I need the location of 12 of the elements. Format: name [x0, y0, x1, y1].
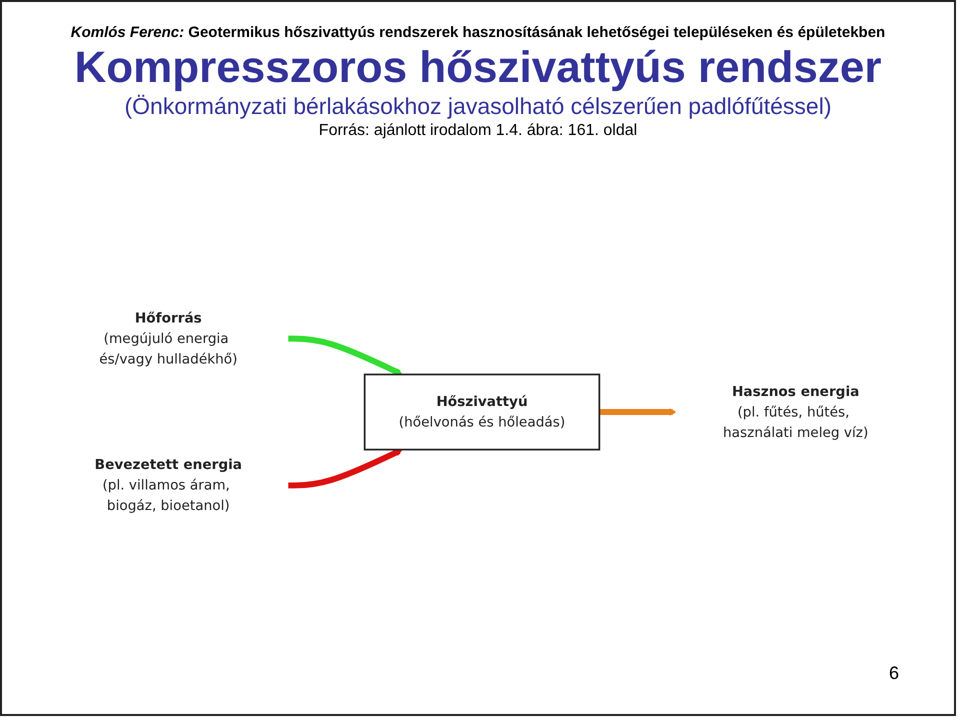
node-box: Hőszivattyú (hőelvonás és hőleadás) [364, 374, 600, 450]
author-header-line: Komlós Ferenc: Geotermikus hőszivattyús rendszerek hasznosításának lehetőségei településeken és épületekben [70, 24, 886, 41]
subtitle: (Önkormányzati bérlakásokhoz javasolható célszerűen padlófűtéssel) [124, 93, 832, 120]
source-note: Forrás: ajánlott irodalom 1.4. ábra: 161. oldal [318, 122, 638, 140]
page-number: 6 [888, 663, 899, 684]
node-text: Bevezetett energia (pl. villamos áram, biogáz, bioetanol) [94, 456, 242, 514]
arrow [288, 448, 403, 488]
node-text: Hasznos energia (pl. fűtés, hűtés, használati meleg víz) [723, 382, 868, 440]
arrow [288, 336, 403, 376]
slide-title: Kompresszoros hőszivattyús rendszer [74, 43, 882, 93]
arrow [599, 408, 676, 416]
node-text: Hőforrás (megújuló energia és/vagy hulladékhő) [99, 310, 238, 367]
